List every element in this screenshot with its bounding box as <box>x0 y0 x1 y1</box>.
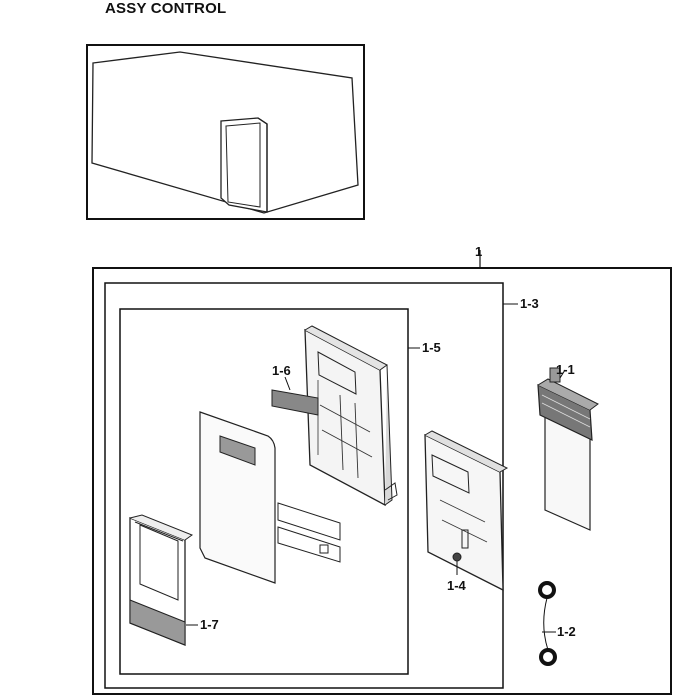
label-rings: 1-2 <box>557 624 576 639</box>
label-bracket: 1-4 <box>447 578 467 593</box>
label-assy: 1 <box>475 244 482 259</box>
label-frame: 1-3 <box>520 296 539 311</box>
overlay-strips <box>277 502 341 563</box>
label-panel: 1-5 <box>422 340 441 355</box>
diagram-title: ASSY CONTROL <box>105 0 227 17</box>
control-panel-part <box>304 325 398 507</box>
pcb-part <box>537 367 599 531</box>
window-part <box>129 514 198 646</box>
assembly-outer-box <box>92 250 672 695</box>
label-pcb: 1-1 <box>556 362 575 377</box>
overview-box <box>86 44 365 220</box>
ring-parts <box>538 581 557 666</box>
frame-box <box>104 282 518 689</box>
label-window: 1-7 <box>200 617 219 632</box>
inner-box <box>119 308 420 675</box>
bracket-part <box>424 430 509 592</box>
label-film: 1-6 <box>272 363 291 378</box>
membrane-sheet <box>199 411 276 584</box>
film-part <box>271 376 319 416</box>
